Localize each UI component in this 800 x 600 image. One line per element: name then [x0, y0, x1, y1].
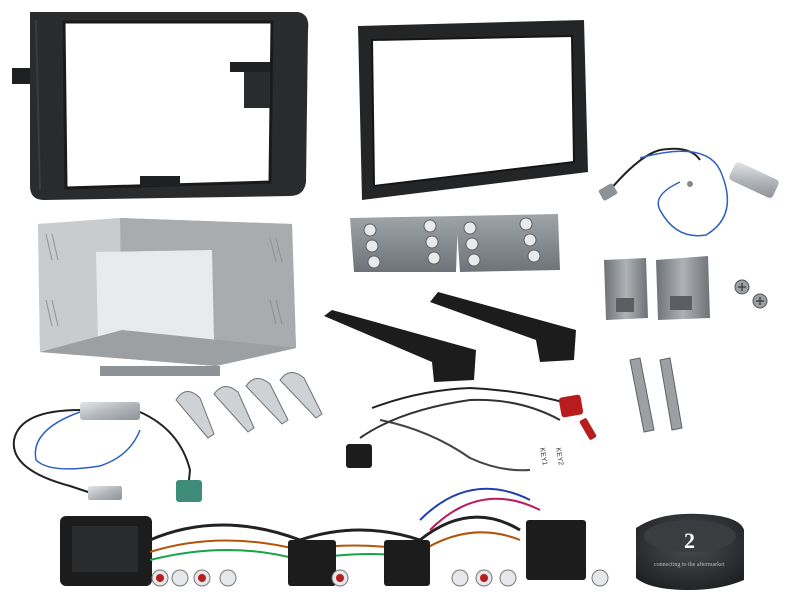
harness-label-a: KEY1: [538, 447, 548, 466]
mounting-cage: [38, 218, 296, 376]
vehicle-harness: [60, 487, 609, 587]
harness-label-b: KEY2: [554, 447, 564, 466]
interface-box-logo: 2: [684, 528, 695, 553]
screws: [734, 279, 768, 309]
fascia-panel-large: [12, 12, 309, 200]
interface-box: 2 connecting to the aftermarket: [636, 513, 744, 590]
steering-control-harness: KEY1 KEY2: [346, 386, 597, 472]
release-keys-left: [175, 372, 323, 439]
clip-plates: [350, 214, 560, 272]
antenna-adapter-top: [598, 147, 779, 237]
interface-box-tagline: connecting to the aftermarket: [654, 561, 725, 568]
mounting-brackets: [604, 256, 710, 320]
fascia-panel-double-din: [358, 20, 588, 200]
release-keys-right: [629, 357, 683, 433]
foam-strips: [324, 292, 576, 382]
antenna-adapter-bottom: [12, 402, 202, 502]
